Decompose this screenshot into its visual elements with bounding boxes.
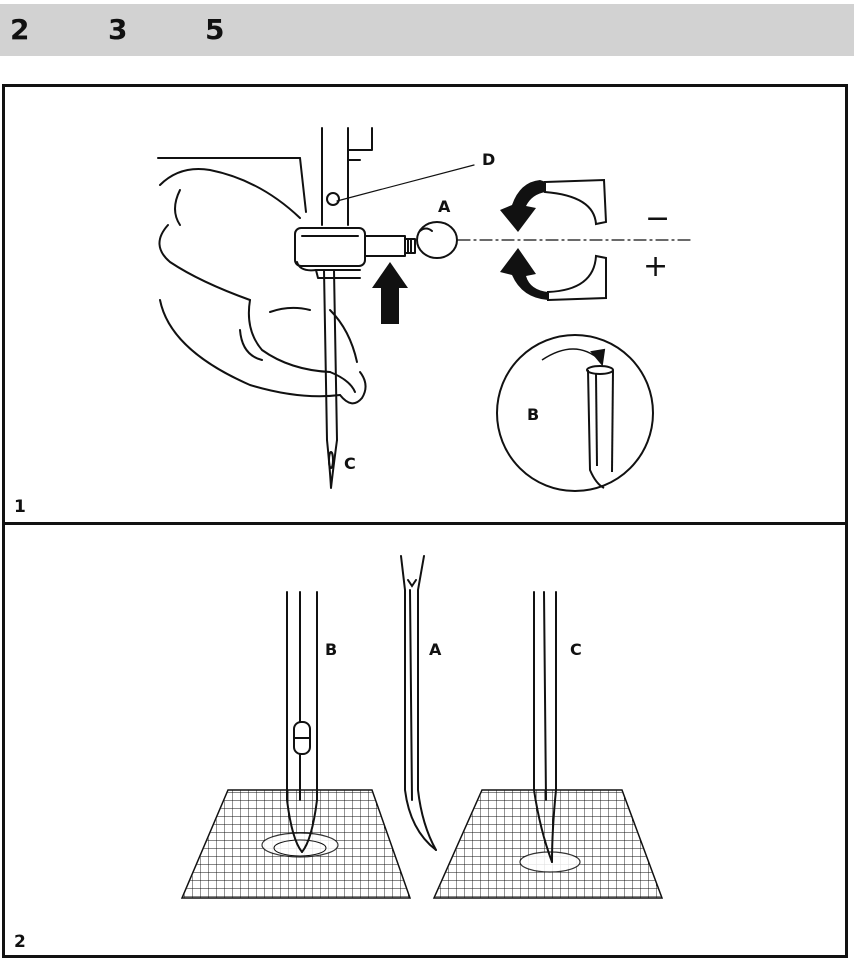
label-c-needle: C xyxy=(570,640,582,659)
panel-number-1: 1 xyxy=(14,497,26,517)
needle-c xyxy=(533,591,557,863)
header-bar: 2 3 5 xyxy=(0,4,854,56)
header-number-3: 5 xyxy=(205,13,225,46)
label-a-thumbscrew: A xyxy=(438,197,451,216)
label-b-flat-side: B xyxy=(527,405,539,424)
header-number-1: 2 xyxy=(10,13,30,46)
plus-symbol: + xyxy=(643,249,668,284)
label-a-needle: A xyxy=(429,640,442,659)
push-up-arrow-icon xyxy=(372,262,408,324)
needle-a xyxy=(400,555,437,851)
fabric-left xyxy=(180,789,412,899)
rotation-direction-icon xyxy=(500,178,608,302)
panel-divider xyxy=(2,522,848,525)
fabric-right xyxy=(432,789,664,899)
label-b-needle: B xyxy=(325,640,337,659)
needle-insertion-illustration xyxy=(157,127,693,489)
label-c-needle-eye: C xyxy=(344,454,356,473)
label-d: D xyxy=(482,150,495,169)
needle-b xyxy=(286,591,318,853)
needle-flat-side-detail xyxy=(496,334,654,492)
panel-number-2: 2 xyxy=(14,932,26,952)
header-number-2: 3 xyxy=(108,13,128,46)
illustration-frame xyxy=(2,84,848,958)
minus-symbol: − xyxy=(645,201,670,236)
